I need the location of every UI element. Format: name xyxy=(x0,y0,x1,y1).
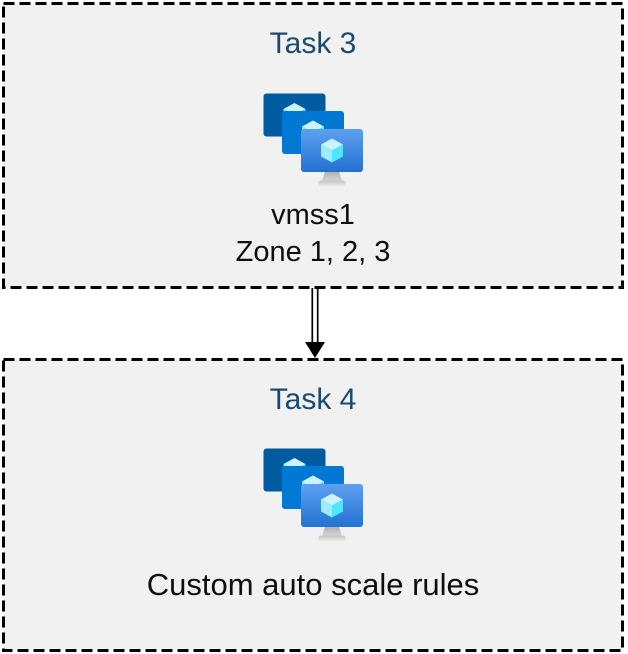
task-box-4: Task 4 Custom auto scale rules xyxy=(2,358,624,652)
vm-scale-sets-icon xyxy=(263,448,363,542)
resource-name-label: vmss1 xyxy=(271,199,355,231)
zones-label: Zone 1, 2, 3 xyxy=(235,236,391,268)
task-title: Task 3 xyxy=(269,27,357,60)
vm-scale-sets-icon xyxy=(263,93,363,187)
task-box-3: Task 3 vmss1 Zone 1, 2, 3 xyxy=(2,2,624,289)
down-arrow xyxy=(305,288,325,358)
autoscale-rules-label: Custom auto scale rules xyxy=(146,567,480,602)
task-title: Task 4 xyxy=(269,383,357,416)
